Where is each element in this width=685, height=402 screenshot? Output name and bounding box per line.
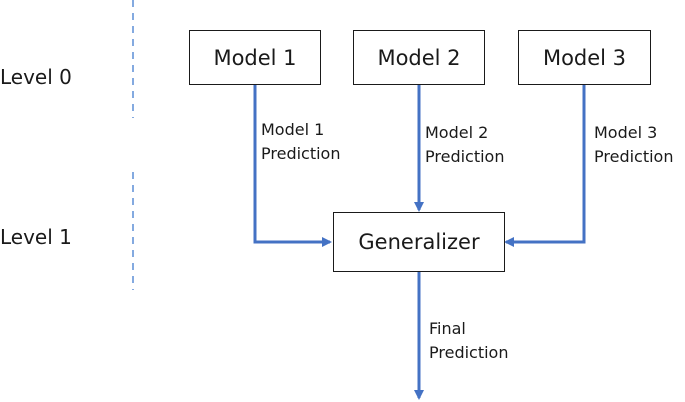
model-3-box: Model 3 <box>518 30 651 85</box>
model-3-prediction-label: Model 3 Prediction <box>594 121 673 169</box>
model-1-prediction-label: Model 1 Prediction <box>261 118 340 166</box>
edge-label-line: Prediction <box>425 147 505 166</box>
level-0-label: Level 0 <box>0 65 72 89</box>
model-1-to-generalizer-arrow <box>253 85 332 247</box>
level-1-label: Level 1 <box>0 225 72 249</box>
edge-label-line: Prediction <box>594 147 674 166</box>
model-2-box: Model 2 <box>353 30 485 85</box>
edge-label-line: Final <box>429 319 466 338</box>
edge-label-line: Model 3 <box>594 123 658 142</box>
edge-label-line: Prediction <box>261 144 341 163</box>
edge-label-line: Model 1 <box>261 120 325 139</box>
generalizer-box: Generalizer <box>333 212 505 272</box>
model-2-prediction-label: Model 2 Prediction <box>425 121 504 169</box>
edge-label-line: Model 2 <box>425 123 489 142</box>
model-1-box: Model 1 <box>189 30 321 85</box>
edge-label-line: Prediction <box>429 343 509 362</box>
model-3-to-generalizer-arrow <box>504 85 586 247</box>
final-prediction-label: Final Prediction <box>429 317 508 365</box>
